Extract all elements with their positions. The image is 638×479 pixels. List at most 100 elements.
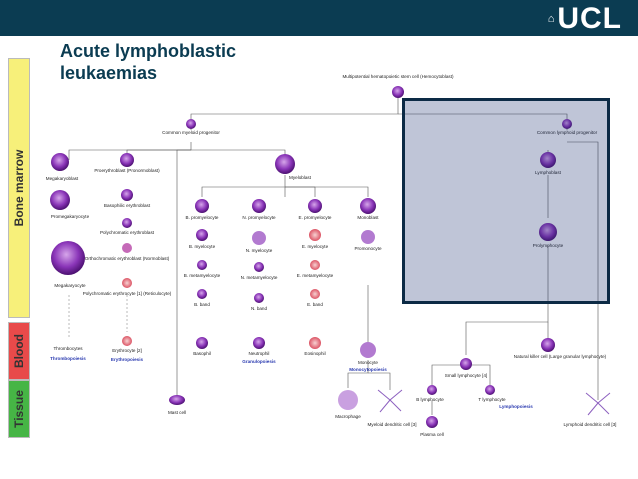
basophilic-erythroblast-cell: [121, 189, 133, 201]
lymphoid-highlight-box: [402, 98, 610, 304]
b-myelocyte-label: B. myelocyte: [189, 244, 216, 249]
lymphoblast-label: Lymphoblast: [535, 170, 562, 175]
bone-marrow-band: Bone marrow: [8, 58, 30, 318]
n-metamyelocyte-label: N. metamyelocyte: [241, 275, 278, 280]
n-metamyelocyte-cell: [254, 262, 264, 272]
stem-label: Multipotential hematopoietic stem cell (…: [342, 74, 454, 79]
n-myelocyte-label: N. myelocyte: [246, 248, 273, 253]
lymphoid-progenitor-cell: [562, 119, 572, 129]
orthochromatic-erythroblast-label: Orthochromatic erythroblast (Normoblast): [85, 256, 170, 261]
e-metamyelocyte-label: E. metamyelocyte: [297, 273, 334, 278]
header-bar: ⌂UCL: [0, 0, 638, 36]
n-promyelocyte-label: N. promyelocyte: [242, 215, 276, 220]
ucl-logo: ⌂UCL: [547, 2, 622, 35]
title-line-2: leukaemias: [60, 63, 158, 83]
erythrocyte-label: Erythrocyte [2]: [112, 348, 142, 353]
monocyte-cell: [360, 342, 376, 358]
eosinophil-label: Eosinophil: [304, 351, 325, 356]
myeloblast-label: Myeloblast: [289, 175, 312, 180]
reticulocyte-label: Polychromatic erythrocyte [1] (Reticuloc…: [83, 291, 172, 296]
blood-band: Blood: [8, 322, 30, 380]
polychromatic-erythroblast-label: Polychromatic erythroblast: [100, 230, 155, 235]
t-lymphocyte-label: T lymphocyte: [478, 397, 506, 402]
stem-cell: [392, 86, 404, 98]
myeloblast-cell: [275, 154, 295, 174]
granulopoiesis-label: Granulopoiesis: [242, 359, 276, 364]
megakaryoblast-label: Megakaryoblast: [46, 176, 79, 181]
b-promyelocyte-label: B. promyelocyte: [186, 215, 219, 220]
plasma-cell: [426, 416, 438, 428]
proerythroblast-label: Proerythroblast (Pronormoblast): [94, 168, 160, 173]
monocytopoiesis-label: Monocytopoiesis: [349, 367, 387, 372]
n-myelocyte-cell: [252, 231, 266, 245]
basophilic-erythroblast-label: Basophilic erythroblast: [104, 203, 151, 208]
lymphoid-dendritic-cell: [585, 392, 611, 416]
prolymphocyte-label: Prolymphocyte: [533, 243, 564, 248]
b-band-cell: [197, 289, 207, 299]
thrombopoiesis-label: Thrombopoiesis: [50, 356, 86, 361]
small-lymphocyte-label: Small lymphocyte [4]: [445, 373, 487, 378]
neutrophil-cell: [253, 337, 265, 349]
reticulocyte-cell: [122, 278, 132, 288]
n-band-cell: [254, 293, 264, 303]
prolymphocyte-cell: [539, 223, 557, 241]
b-myelocyte-cell: [196, 229, 208, 241]
neutrophil-label: Neutrophil: [249, 351, 270, 356]
e-metamyelocyte-cell: [310, 260, 320, 270]
megakaryoblast-cell: [51, 153, 69, 171]
eosinophil-cell: [309, 337, 321, 349]
myeloid-dendritic-label: Myeloid dendritic cell [3]: [367, 422, 416, 427]
polychromatic-erythroblast-cell: [122, 218, 132, 228]
hematopoiesis-diagram: Multipotential hematopoietic stem cell (…: [46, 74, 617, 437]
basophil-label: Basophil: [193, 351, 211, 356]
b-band-label: B. band: [194, 302, 210, 307]
b-promyelocyte-cell: [195, 199, 209, 213]
b-lymphocyte-cell: [427, 385, 437, 395]
basophil-cell: [196, 337, 208, 349]
e-band-label: E. band: [307, 302, 323, 307]
slide-title: Acute lymphoblastic leukaemias: [60, 40, 320, 84]
b-metamyelocyte-cell: [197, 260, 207, 270]
e-promyelocyte-label: E. promyelocyte: [299, 215, 332, 220]
lymphopoiesis-label: Lymphopoiesis: [499, 404, 533, 409]
lymphoblast-cell: [540, 152, 556, 168]
lymphoid-dendritic-label: Lymphoid dendritic cell [3]: [564, 422, 617, 427]
mast-cell-label: Mast cell: [168, 410, 186, 415]
megakaryocyte-cell: [51, 241, 85, 275]
promegakaryocyte-label: Promegakaryocyte: [51, 214, 90, 219]
lymphoid-progenitor-label: Common lymphoid progenitor: [537, 130, 598, 135]
b-lymphocyte-label: B lymphocyte: [416, 397, 444, 402]
n-band-label: N. band: [251, 306, 268, 311]
promegakaryocyte-cell: [50, 190, 70, 210]
promonocyte-cell: [361, 230, 375, 244]
crest-icon: ⌂: [547, 13, 556, 25]
orthochromatic-erythroblast-cell: [122, 243, 132, 253]
myeloid-dendritic-cell: [377, 389, 403, 413]
erythropoiesis-label: Erythropoiesis: [111, 357, 144, 362]
nk-cell-label: Natural killer cell (Large granular lymp…: [514, 354, 607, 359]
e-myelocyte-label: E. myelocyte: [302, 244, 329, 249]
erythrocyte-cell: [122, 336, 132, 346]
myeloid-progenitor-label: Common myeloid progenitor: [162, 130, 220, 135]
monoblast-cell: [360, 198, 376, 214]
b-metamyelocyte-label: B. metamyelocyte: [184, 273, 221, 278]
e-promyelocyte-cell: [308, 199, 322, 213]
nk-cell: [541, 338, 555, 352]
monocyte-label: Monocyte: [358, 360, 378, 365]
thrombocytes-label: Thrombocytes: [53, 346, 83, 351]
megakaryocyte-label: Megakaryocyte: [54, 283, 86, 288]
small-lymphocyte-cell: [460, 358, 472, 370]
e-band-cell: [310, 289, 320, 299]
n-promyelocyte-cell: [252, 199, 266, 213]
macrophage-cell: [338, 390, 358, 410]
mast-cell: [169, 395, 185, 405]
monoblast-label: Monoblast: [357, 215, 379, 220]
macrophage-label: Macrophage: [335, 414, 361, 419]
proerythroblast-cell: [120, 153, 134, 167]
promonocyte-label: Promonocyte: [354, 246, 382, 251]
title-line-1: Acute lymphoblastic: [60, 41, 237, 61]
t-lymphocyte-cell: [485, 385, 495, 395]
myeloid-progenitor-cell: [186, 119, 196, 129]
plasma-cell-label: Plasma cell: [420, 432, 444, 437]
tissue-band: Tissue: [8, 380, 30, 438]
